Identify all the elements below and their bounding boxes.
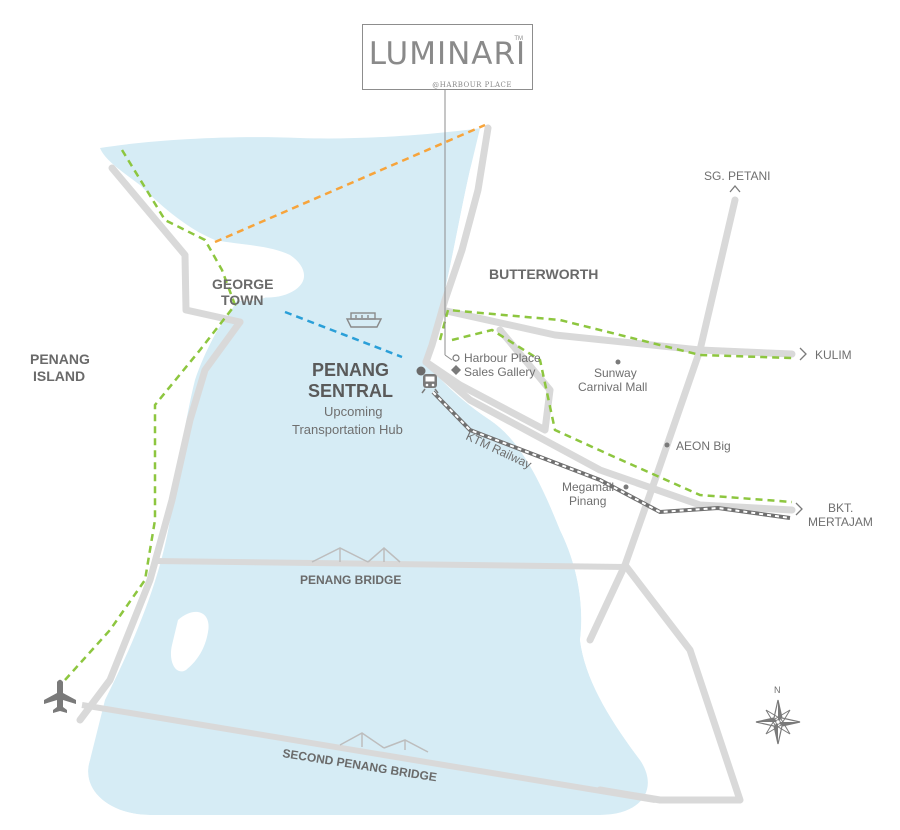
- road-sg-petani: [586, 196, 739, 644]
- penang-sentral-marker: [416, 366, 426, 376]
- label-north: N: [774, 685, 781, 695]
- green-route-bkt: [451, 328, 793, 504]
- label-sunway-2: Carnival Mall: [578, 380, 647, 394]
- orange-route: [214, 123, 486, 244]
- road-bkt: [422, 358, 796, 514]
- label-george-town-2: TOWN: [221, 292, 264, 308]
- label-sales-gallery: Sales Gallery: [464, 365, 535, 379]
- megamall-marker: [623, 484, 629, 490]
- label-penang-island-1: PENANG: [30, 351, 90, 367]
- label-bkt-1: BKT.: [828, 501, 853, 515]
- airplane-icon: [44, 679, 76, 713]
- label-penang-island-2: ISLAND: [33, 368, 85, 384]
- logo-wordmark: LUMINARI: [368, 36, 527, 72]
- label-george-town-1: GEORGE: [212, 276, 273, 292]
- road-island-west: [76, 318, 244, 724]
- blue-ferry-route: [284, 310, 403, 359]
- mainland-land: [424, 120, 900, 830]
- ferry-icon: [345, 312, 383, 328]
- label-aeon: AEON Big: [676, 439, 731, 453]
- ktm-railway-dash: [432, 391, 791, 519]
- sea-channel: [88, 128, 648, 815]
- label-megamall-2: Pinang: [569, 494, 606, 508]
- sg-petani-chevron-icon: [729, 184, 741, 193]
- aeon-marker: [664, 442, 670, 448]
- label-sg-petani: SG. PETANI: [704, 169, 770, 183]
- harbour-pointer: [444, 354, 453, 361]
- green-route-island: [64, 149, 237, 681]
- luminari-logo: LUMINARI TM @HARBOUR PLACE: [362, 24, 533, 90]
- sales-gallery-marker: [451, 365, 461, 375]
- road-island-north: [108, 164, 244, 326]
- label-bkt-2: MERTAJAM: [808, 515, 873, 529]
- label-penang-sentral-2: SENTRAL: [308, 381, 393, 401]
- logo-subtitle: @HARBOUR PLACE: [432, 81, 512, 89]
- green-routes: [64, 149, 793, 681]
- label-sunway-1: Sunway: [594, 366, 637, 380]
- label-penang-bridge: PENANG BRIDGE: [300, 573, 401, 587]
- small-island: [170, 611, 209, 672]
- label-penang-sentral-1: PENANG: [312, 360, 389, 380]
- green-route-kulim: [438, 308, 793, 360]
- bridge-icon: [311, 547, 429, 753]
- kulim-chevron-icon: [799, 347, 807, 361]
- harbour-place-marker: [452, 354, 460, 362]
- train-icon: [421, 374, 439, 394]
- logo-tm: TM: [514, 36, 523, 42]
- label-kulim: KULIM: [815, 348, 852, 362]
- road-kulim: [438, 306, 796, 358]
- label-harbour-place: Harbour Place: [464, 351, 541, 365]
- second-bridge-line: [81, 702, 656, 803]
- label-butterworth: BUTTERWORTH: [489, 266, 598, 282]
- label-hub-2: Transportation Hub: [292, 422, 403, 437]
- sunway-marker: [615, 359, 621, 365]
- label-hub-1: Upcoming: [324, 404, 383, 419]
- roads: [76, 124, 796, 804]
- bkt-chevron-icon: [795, 502, 803, 516]
- compass-rose-icon: [755, 699, 801, 745]
- road-butterworth-coast: [422, 124, 492, 366]
- label-megamall-1: Megamall: [562, 480, 614, 494]
- penang-bridge-line: [154, 558, 626, 570]
- south-land: [0, 760, 656, 830]
